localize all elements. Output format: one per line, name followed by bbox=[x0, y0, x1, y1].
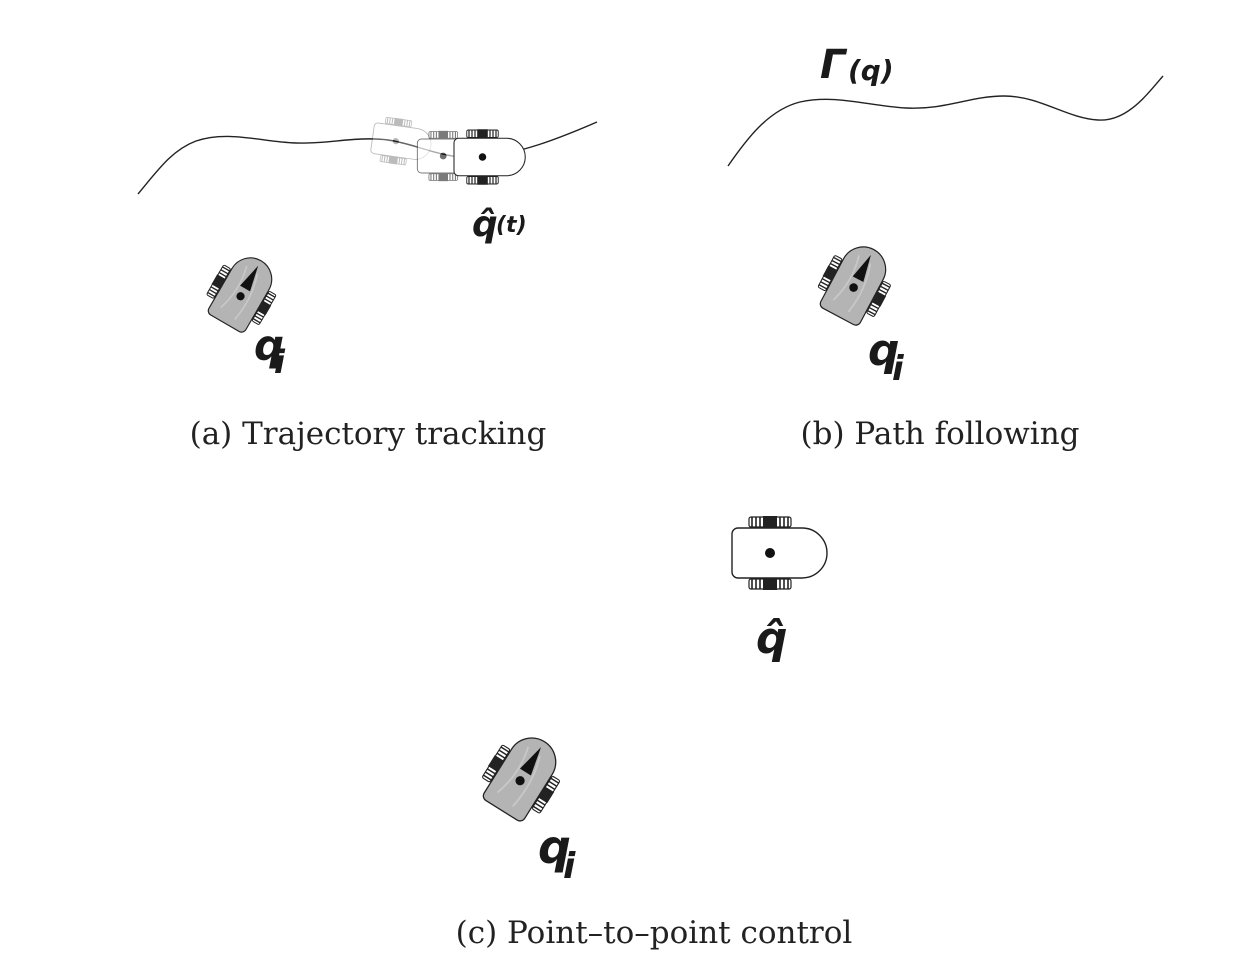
target-robot bbox=[732, 516, 827, 590]
actual-robot bbox=[809, 234, 902, 332]
path-symbol: Γ bbox=[820, 42, 848, 88]
panel-a-trajectory-tracking: q̂ (t) q i (a) Trajectory tracking bbox=[137, 115, 598, 452]
robot-subscript: i bbox=[563, 846, 576, 887]
actual-robot bbox=[472, 723, 574, 829]
robot-symbol: q bbox=[538, 820, 571, 874]
panel-c-caption: (c) Point–to–point control bbox=[456, 915, 853, 951]
robot-subscript: i bbox=[892, 349, 905, 389]
robot-subscript: i bbox=[274, 343, 286, 381]
reference-symbol: q̂ bbox=[472, 204, 498, 245]
reference-trajectory-curve bbox=[137, 121, 598, 195]
path-argument: (q) bbox=[848, 54, 894, 87]
panel-b-path-following: Γ (q) q i (b) Path following bbox=[727, 42, 1164, 452]
robot-symbol: q bbox=[254, 321, 284, 370]
robot-symbol: q bbox=[868, 325, 900, 376]
panel-b-caption: (b) Path following bbox=[801, 416, 1080, 452]
target-symbol: q̂ bbox=[756, 613, 788, 664]
panel-a-caption: (a) Trajectory tracking bbox=[190, 416, 547, 452]
reference-robot bbox=[454, 129, 525, 185]
geometric-path-curve bbox=[727, 75, 1164, 167]
reference-argument: (t) bbox=[496, 213, 527, 238]
panel-c-point-to-point: q̂ q i (c) Point–to–point control bbox=[456, 516, 853, 951]
